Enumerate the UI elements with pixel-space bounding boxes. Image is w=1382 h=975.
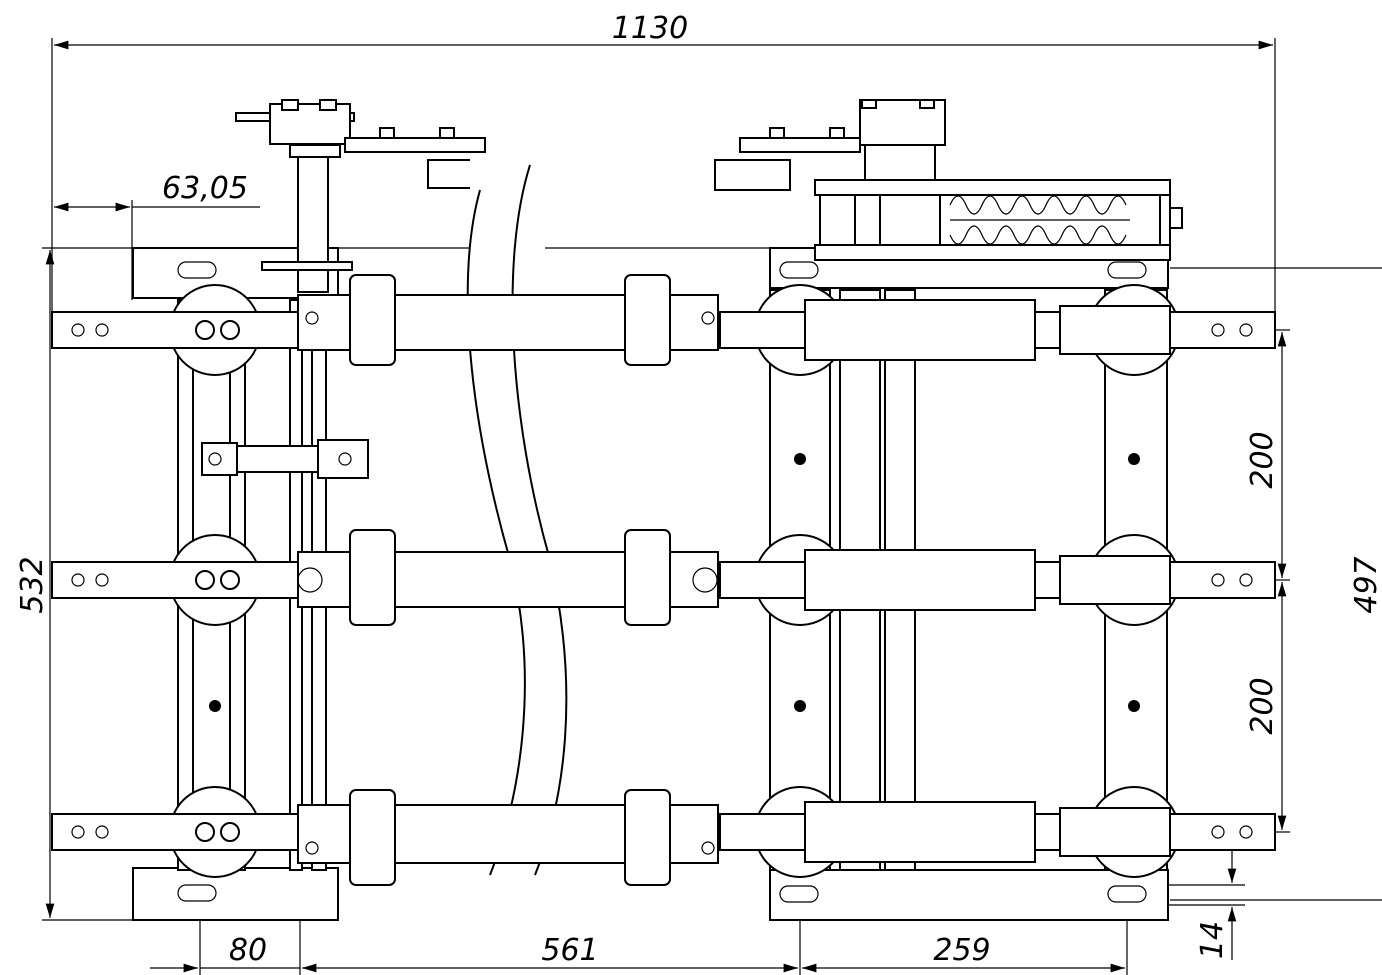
- dim-offset: 63,05: [162, 171, 248, 206]
- dim-overall-height: 532: [15, 556, 50, 613]
- dim-left-margin: 80: [229, 933, 267, 968]
- dim-phase-spacing-bottom: 200: [1245, 677, 1280, 734]
- dim-overall-width: 1130: [612, 11, 688, 46]
- right-drive-mechanism: [714, 99, 1183, 261]
- dim-phase-spacing-top: 200: [1245, 431, 1280, 488]
- phase-row-top: [51, 274, 1276, 376]
- dim-right-span: 259: [933, 933, 990, 968]
- phase-row-bottom: [51, 786, 1276, 886]
- interlock-link: [201, 439, 369, 479]
- phase-row-middle: [51, 529, 1276, 626]
- break-line: [466, 155, 568, 876]
- spring-coil: [949, 195, 1130, 245]
- dim-insulator-span: 561: [541, 933, 598, 968]
- dim-rail-to-rail-height: 497: [1349, 556, 1382, 613]
- left-drive-mechanism: [235, 99, 489, 293]
- dim-base-offset: 14: [1195, 921, 1230, 959]
